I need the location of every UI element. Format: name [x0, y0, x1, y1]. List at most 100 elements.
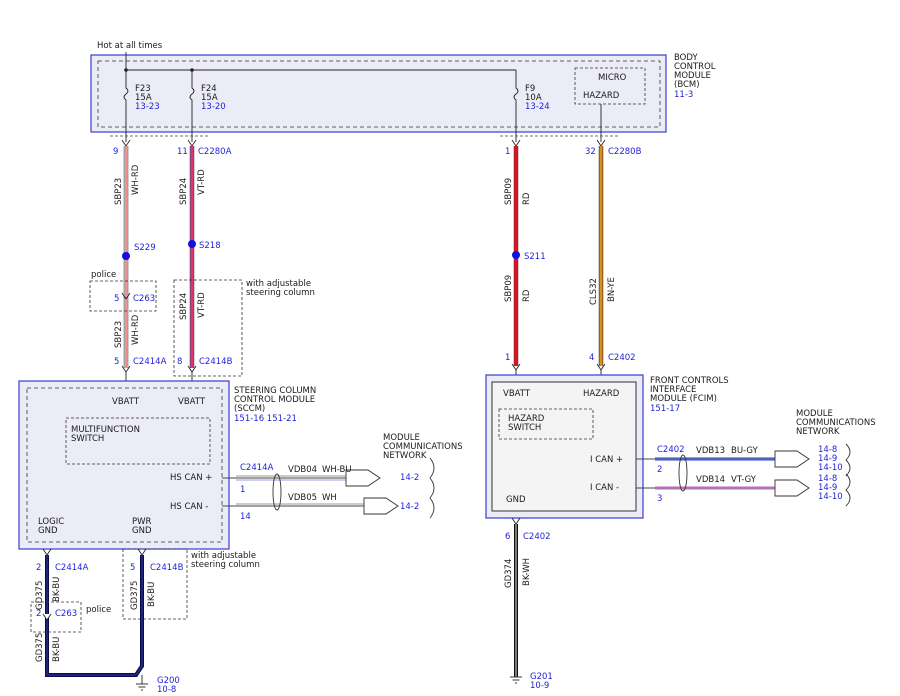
sccm-logic-gnd-line2: GND	[38, 526, 58, 536]
bcm-title-line-1: BODY	[674, 53, 698, 63]
fcim-can-pin-3: 3	[657, 494, 662, 504]
adj-column-upper-line1: with adjustable	[246, 279, 311, 289]
fcim-module	[485, 374, 644, 519]
bcm-pin-32: 32	[585, 147, 596, 157]
hazard-switch-line1: HAZARD	[508, 414, 545, 424]
micro-label: MICRO	[598, 73, 627, 83]
wire-vdb13-color: BU-GY	[731, 446, 759, 456]
ground-g201-label: G201	[530, 672, 553, 682]
wire-vdb05	[222, 497, 399, 515]
wire-vdb13	[636, 450, 810, 468]
wire-gd375-pwr-color: BK-BU	[147, 582, 157, 607]
wire-gd374-color: BK-WH	[522, 558, 532, 586]
c263-pin-2: 2	[36, 609, 41, 619]
wire-gd375	[45, 555, 144, 677]
wire-gd375-color: BK-BU	[52, 577, 62, 602]
sccm-pwr-gnd-line1: PWR	[132, 517, 152, 527]
fcim-gnd-pin-6: 6	[505, 532, 510, 542]
wire-gd375-lower-label: GD375	[35, 633, 45, 662]
mcn-right-bracket-bottom	[845, 473, 851, 507]
sccm-gnd-connector-c2414a: C2414A	[55, 563, 89, 573]
wire-sbp24-lower-color: VT-RD	[197, 292, 207, 318]
c263-pin-5: 5	[114, 294, 119, 304]
splice-s218-dot	[188, 240, 196, 248]
mcn-right-ref-bot-2: 14-9	[818, 483, 837, 493]
fcim-connector-c2402: C2402	[608, 353, 636, 363]
wire-vdb05-color: WH	[322, 493, 337, 503]
sccm-module	[18, 380, 230, 550]
bcm-page-ref: 11-3	[674, 90, 693, 100]
adj-column-lower-line2: steering column	[191, 560, 260, 570]
bcm-module: Hot at all times BODY CONTROL MODULE (BC…	[90, 41, 716, 147]
sccm-vbatt-1: VBATT	[112, 397, 140, 407]
wire-sbp24-label: SBP24	[179, 178, 189, 205]
fcim-hazard: HAZARD	[583, 389, 620, 399]
sccm-connector-c2414a: C2414A	[133, 357, 167, 367]
splice-s211-dot	[512, 251, 520, 259]
fuse-f9-amps: 10A	[525, 93, 542, 103]
fuse-f23-amps: 15A	[135, 93, 152, 103]
fcim-ican-minus: I CAN -	[590, 483, 619, 493]
wire-gd375-lower-color: BK-BU	[52, 637, 62, 662]
sccm-title-line2: CONTROL MODULE	[234, 395, 315, 405]
splice-s218-label: S218	[199, 241, 221, 251]
wire-sbp24-color: VT-RD	[197, 169, 207, 195]
wire-vdb04-label: VDB04	[288, 465, 317, 475]
wire-sbp09-label: SBP09	[504, 178, 514, 205]
sccm-title-line1: STEERING COLUMN	[234, 386, 316, 396]
sccm-pwr-gnd-line2: GND	[132, 526, 152, 536]
twisted-pair-symbol-left	[272, 473, 282, 511]
mcn-left-ref-2: 14-2	[400, 502, 419, 512]
wire-cls32-label: CLS32	[589, 278, 599, 305]
wire-sbp23-label: SBP23	[114, 178, 124, 205]
micro-box	[574, 67, 646, 105]
ground-g201-ref: 10-9	[530, 681, 549, 691]
c263-connector	[89, 280, 157, 312]
multifunction-switch-line2: SWITCH	[71, 434, 104, 444]
fcim-pin-1: 1	[505, 353, 510, 363]
wire-sbp09-lower-label: SBP09	[504, 275, 514, 302]
fuse-f9-name: F9	[525, 84, 535, 94]
bcm-pin-11: 11	[177, 147, 188, 157]
fcim-ref: 151-17	[650, 404, 680, 414]
mcn-right-ref-bot-3: 14-10	[818, 492, 843, 502]
fcim-gnd-connector-c2402: C2402	[523, 532, 551, 542]
splice-s211-label: S211	[524, 252, 546, 262]
fuse-f9-ref: 13-24	[525, 102, 550, 112]
sccm-refs: 151-16 151-21	[234, 414, 297, 424]
mcn-right-title-line1: MODULE	[796, 409, 833, 419]
sccm-can-connector: C2414A	[240, 463, 274, 473]
wire-sbp23-lower-label: SBP23	[114, 321, 124, 348]
mcn-left-title-line3: NETWORK	[383, 451, 427, 461]
bcm-connector-c2280b: C2280B	[608, 147, 642, 157]
sccm-hs-can-plus: HS CAN +	[170, 473, 212, 483]
bcm-title-line-3: MODULE	[674, 71, 711, 81]
wire-sbp23-color: WH-RD	[131, 164, 141, 195]
adj-column-upper-line2: steering column	[246, 288, 315, 298]
bcm-title-line-4: (BCM)	[674, 80, 700, 90]
mcn-left-bracket	[429, 457, 435, 519]
wire-vdb05-label: VDB05	[288, 493, 317, 503]
wire-sbp23-lower-color: WH-RD	[131, 314, 141, 345]
mcn-right-bracket-top	[845, 443, 851, 477]
hot-at-all-times-label: Hot at all times	[97, 41, 163, 51]
mcn-right-ref-top-3: 14-10	[818, 463, 843, 473]
fuse-f24-name: F24	[201, 84, 217, 94]
fcim-can-connector: C2402	[657, 445, 685, 455]
c263-connector-label: C263	[133, 294, 155, 304]
fcim-title-line1: FRONT CONTROLS	[650, 376, 729, 386]
mcn-right-title-line2: COMMUNICATIONS	[796, 418, 876, 428]
ground-g200-label: G200	[157, 676, 180, 686]
ground-g201-symbol	[510, 676, 522, 684]
wire-gd375-pwr-label: GD375	[130, 581, 140, 610]
wire-vdb13-label: VDB13	[696, 446, 725, 456]
sccm-connector-c2414b: C2414B	[199, 357, 233, 367]
wire-vdb14	[636, 479, 810, 497]
mcn-left-title-line2: COMMUNICATIONS	[383, 442, 463, 452]
c263-lower-box	[30, 601, 82, 633]
adj-column-box-upper	[173, 279, 243, 377]
sccm-hs-can-minus: HS CAN -	[170, 502, 208, 512]
fcim-can-pin-2: 2	[657, 465, 662, 475]
mcn-left-title-line1: MODULE	[383, 433, 420, 443]
